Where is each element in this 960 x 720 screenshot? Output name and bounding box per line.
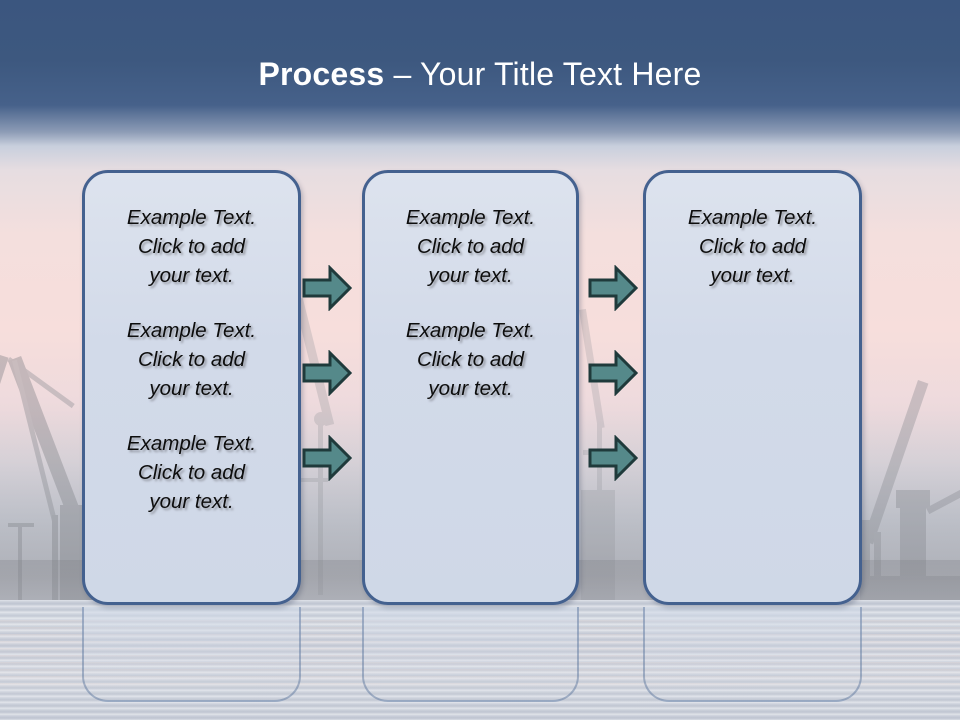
process-text-3-1[interactable]: Example Text. Click to add your text. [687,206,818,287]
process-box-2[interactable]: Example Text. Click to add your text. Ex… [362,170,579,605]
arrow-right-icon-2-2[interactable] [588,350,638,396]
title-rest: – Your Title Text Here [384,56,702,92]
process-box-3[interactable]: Example Text. Click to add your text. [643,170,862,605]
process-text-2-1[interactable]: Example Text. Click to add your text. [405,206,536,287]
water-warm-streaks [0,620,960,690]
arrow-right-icon-1-2[interactable] [302,350,352,396]
arrow-right-icon-1-1[interactable] [302,265,352,311]
title-strong: Process [258,56,385,92]
arrow-right-icon-2-3[interactable] [588,435,638,481]
process-text-2-2[interactable]: Example Text. Click to add your text. [405,319,536,400]
process-box-1[interactable]: Example Text. Click to add your text. Ex… [82,170,301,605]
crane-silhouette-right [860,380,960,605]
page-title: Process – Your Title Text Here [0,52,960,96]
arrow-right-icon-2-1[interactable] [588,265,638,311]
process-text-1-2[interactable]: Example Text. Click to add your text. [126,319,257,400]
arrow-right-icon-1-3[interactable] [302,435,352,481]
process-text-1-1[interactable]: Example Text. Click to add your text. [126,206,257,287]
process-text-1-3[interactable]: Example Text. Click to add your text. [126,432,257,513]
